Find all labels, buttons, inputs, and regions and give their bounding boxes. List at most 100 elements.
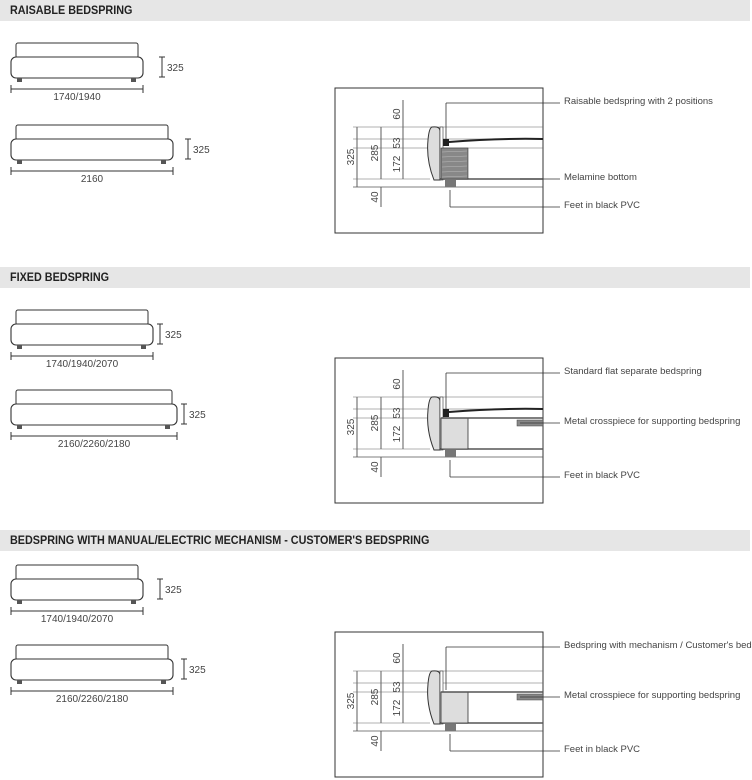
- headboard: [15, 42, 139, 59]
- bed-base: [10, 578, 144, 601]
- foot: [141, 345, 146, 349]
- bedspring-bracket: [443, 139, 449, 146]
- height-label: 325: [167, 63, 184, 74]
- section-header-raisable: RAISABLE BEDSPRING: [0, 0, 750, 21]
- callout-label: Feet in black PVC: [564, 200, 640, 211]
- dim-low-label: 172: [392, 155, 403, 172]
- callout-label: Metal crosspiece for supporting bedsprin…: [564, 416, 740, 427]
- dim-total-label: 325: [346, 148, 357, 165]
- dim-inner-label: 285: [370, 144, 381, 161]
- bedspring-bracket: [443, 409, 449, 417]
- headboard-section: [427, 126, 441, 181]
- headboard-section: [427, 670, 441, 725]
- support-box: [440, 691, 469, 724]
- bed-front-view: 325 2160/2260/2180: [10, 389, 206, 450]
- dim-mid-label: 53: [392, 407, 403, 419]
- dim-mid-label: 53: [392, 137, 403, 149]
- dim-feet-label: 40: [370, 735, 381, 747]
- wood-grain: [441, 160, 468, 163]
- callout-label: Raisable bedspring with 2 positions: [564, 96, 713, 107]
- callout-label: Feet in black PVC: [564, 744, 640, 755]
- dim-low-label: 172: [392, 699, 403, 716]
- section-title: RAISABLE BEDSPRING: [10, 3, 133, 17]
- dim-inner-label: 285: [370, 688, 381, 705]
- dim-mid-label: 53: [392, 681, 403, 693]
- foot: [17, 78, 22, 82]
- foot: [161, 160, 166, 164]
- dim-total-label: 325: [346, 692, 357, 709]
- foot: [131, 78, 136, 82]
- foot: [17, 680, 22, 684]
- foot: [17, 600, 22, 604]
- width-label: 2160/2260/2180: [56, 694, 129, 705]
- foot: [17, 345, 22, 349]
- wood-grain: [441, 170, 468, 173]
- foot: [131, 600, 136, 604]
- foot-pvc: [445, 180, 456, 187]
- headboard-section: [427, 396, 441, 451]
- bed-front-view: 325 1740/1940: [10, 42, 184, 103]
- section-title: BEDSPRING WITH MANUAL/ELECTRIC MECHANISM…: [10, 533, 430, 547]
- foot: [165, 425, 170, 429]
- height-label: 325: [165, 585, 182, 596]
- callout-label: Bedspring with mechanism / Customer's be…: [564, 640, 752, 651]
- dim-feet-label: 40: [370, 191, 381, 203]
- height-label: 325: [165, 330, 182, 341]
- foot-pvc: [445, 450, 456, 457]
- section-title: FIXED BEDSPRING: [10, 270, 110, 284]
- bedspring-wire: [448, 137, 544, 143]
- foot: [17, 160, 22, 164]
- foot-pvc: [445, 724, 456, 731]
- headboard: [15, 389, 173, 406]
- bed-base: [10, 56, 144, 79]
- callout-label: Metal crosspiece for supporting bedsprin…: [564, 690, 740, 701]
- bed-base: [10, 138, 174, 161]
- bed-front-view: 325 2160/2260/2180: [10, 644, 206, 705]
- width-label: 1740/1940: [53, 92, 101, 103]
- bed-front-view: 325 1740/1940/2070: [10, 564, 182, 625]
- section-header-fixed: FIXED BEDSPRING: [0, 267, 750, 288]
- section-mechanism: 325 1740/1940/2070 325 2160/2260/2180 325 285…: [10, 564, 752, 778]
- width-label: 1740/1940/2070: [46, 359, 119, 370]
- height-label: 325: [189, 410, 206, 421]
- headboard: [15, 309, 149, 326]
- dim-inner-label: 285: [370, 414, 381, 431]
- height-label: 325: [189, 665, 206, 676]
- bedspring-wire: [448, 407, 544, 413]
- foot: [17, 425, 22, 429]
- wood-grain: [441, 175, 468, 178]
- cross-section: 325 285 60 53 172 40 Standard flat separate be…: [334, 357, 740, 504]
- width-label: 1740/1940/2070: [41, 614, 114, 625]
- headboard: [15, 124, 169, 141]
- dim-low-label: 172: [392, 425, 403, 442]
- bed-front-view: 325 2160: [10, 124, 210, 185]
- callout-label: Feet in black PVC: [564, 470, 640, 481]
- width-label: 2160: [81, 174, 104, 185]
- wood-grain: [441, 155, 468, 158]
- dim-feet-label: 40: [370, 461, 381, 473]
- section-raisable: 325 1740/1940 325 2160 325 285 60 53 172 40 Raisab…: [10, 42, 713, 234]
- callout-label: Standard flat separate bedspring: [564, 366, 702, 377]
- foot: [161, 680, 166, 684]
- support-box: [440, 417, 469, 450]
- dim-top-label: 60: [392, 652, 403, 664]
- melamine-bottom: [440, 147, 469, 180]
- height-label: 325: [193, 145, 210, 156]
- headboard: [15, 644, 169, 661]
- cross-section: 325 285 60 53 172 40 Raisable bedspring with 2…: [334, 87, 713, 234]
- dim-top-label: 60: [392, 108, 403, 120]
- width-label: 2160/2260/2180: [58, 439, 131, 450]
- wood-grain: [441, 150, 468, 153]
- bed-front-view: 325 1740/1940/2070: [10, 309, 182, 370]
- section-header-mechanism: BEDSPRING WITH MANUAL/ELECTRIC MECHANISM…: [0, 530, 750, 551]
- cross-section: 325 285 60 53 172 40 Bedspring with mechanism …: [334, 631, 752, 778]
- callout-label: Melamine bottom: [564, 172, 637, 183]
- dim-top-label: 60: [392, 378, 403, 390]
- bed-base: [10, 403, 178, 426]
- section-fixed: 325 1740/1940/2070 325 2160/2260/2180 325 285…: [10, 309, 740, 504]
- dim-total-label: 325: [346, 418, 357, 435]
- bed-base: [10, 658, 174, 681]
- bed-base: [10, 323, 154, 346]
- headboard: [15, 564, 139, 581]
